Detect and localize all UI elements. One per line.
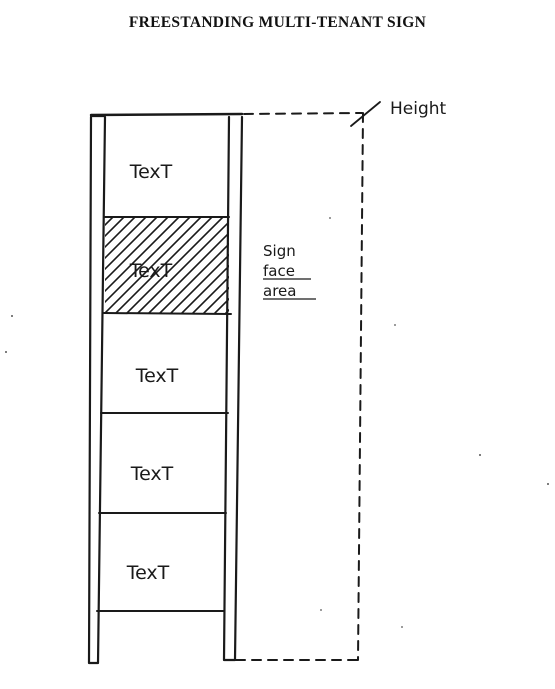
- scan-specks: [5, 217, 549, 628]
- right-post: [222, 115, 244, 662]
- hatch-line: [159, 242, 229, 313]
- sign-face-label-underline: [263, 278, 316, 300]
- panel-label: TexT: [126, 562, 170, 584]
- hatch-line: [181, 264, 229, 313]
- sign-face-label: face: [263, 262, 295, 280]
- page-title: FREESTANDING MULTI-TENANT SIGN: [128, 14, 427, 31]
- hatch-line: [105, 217, 191, 304]
- hatch-line: [105, 217, 202, 313]
- left-post: [87, 114, 107, 665]
- height-label: Height: [390, 99, 447, 119]
- height-dimension-outline: [235, 112, 364, 661]
- sign-top-cap: [89, 112, 244, 117]
- panel-label: TexT: [129, 161, 173, 183]
- panel-label: TexT: [129, 260, 173, 282]
- hatch-line: [203, 286, 229, 313]
- hatch-line: [137, 220, 229, 313]
- hatch-line: [105, 217, 180, 293]
- hatch-line: [170, 253, 229, 313]
- panel-label: TexT: [135, 365, 179, 387]
- hatch-line: [105, 217, 136, 249]
- hatch-line: [6, 217, 102, 313]
- panel-divider: [103, 312, 232, 315]
- hatch-line: [105, 217, 125, 238]
- height-tick-mark: [350, 101, 381, 127]
- hatch-line: [105, 217, 169, 282]
- sign-face-label: Sign: [263, 242, 296, 260]
- hatch-line: [105, 217, 158, 271]
- hatch-line: [105, 217, 114, 227]
- panel-label: TexT: [130, 463, 174, 485]
- hatch-line: [192, 275, 229, 313]
- hatched-panel: [0, 217, 229, 313]
- hatch-line: [105, 217, 147, 260]
- hatch-line: [0, 217, 91, 313]
- hatch-line: [148, 231, 229, 313]
- sign-face-label: area: [263, 282, 296, 300]
- hatch-line: [126, 217, 224, 313]
- hatch-line: [115, 217, 213, 313]
